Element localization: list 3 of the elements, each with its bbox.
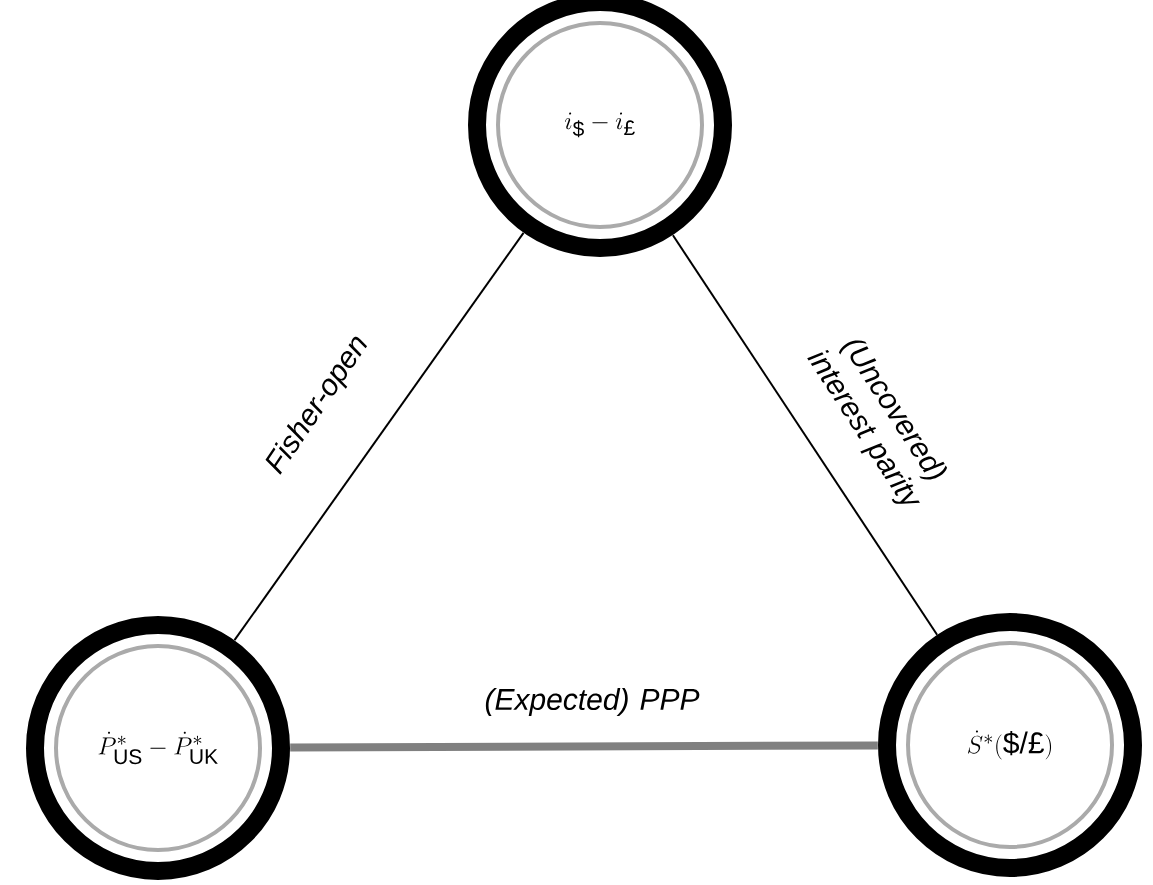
connector-line <box>233 231 525 642</box>
edge-label: (Expected) PPP <box>485 688 700 716</box>
connector-line <box>671 234 939 636</box>
